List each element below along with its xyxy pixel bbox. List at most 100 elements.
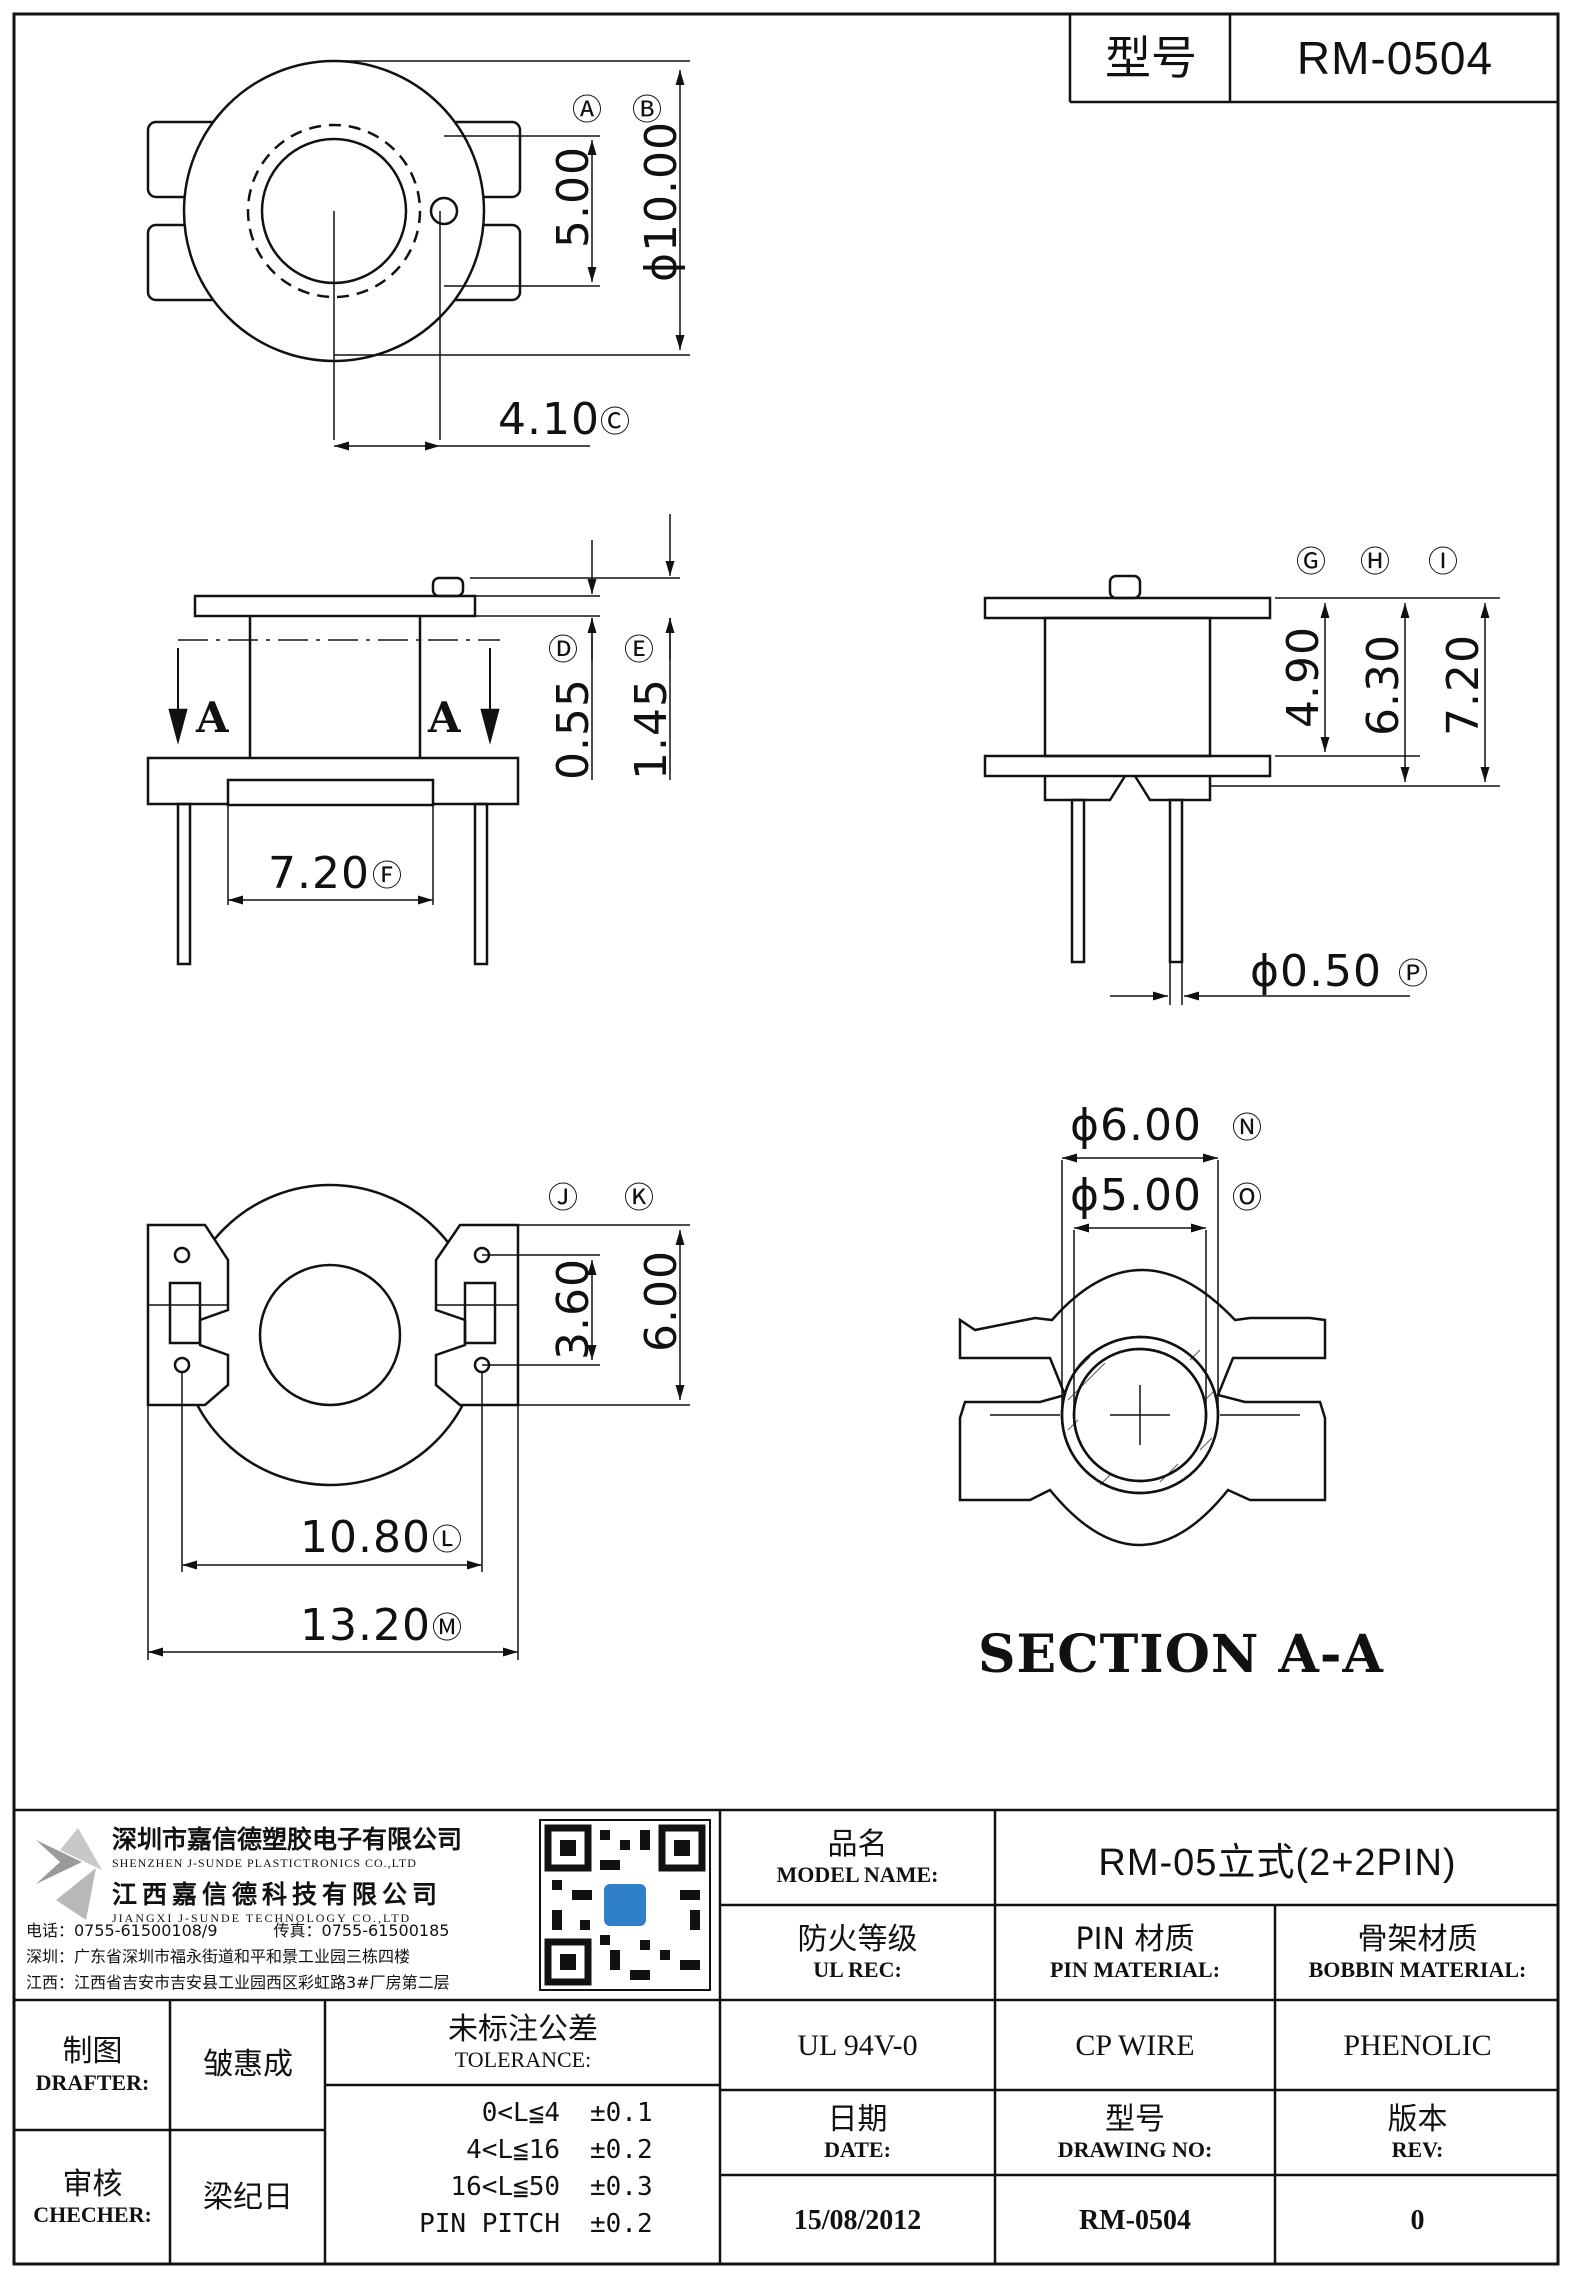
tb-bobbin-en: BOBBIN MATERIAL: — [1308, 1957, 1527, 1983]
label-E: Ⓔ — [624, 633, 655, 668]
tb-ul-cn: 防火等级 — [797, 1921, 918, 1957]
dim-5-00-o: ϕ5.00 — [1070, 1170, 1202, 1221]
dim-10-80: 10.80 — [300, 1512, 431, 1563]
tb-drafter-cn: 制图 — [62, 2034, 123, 2070]
top-view — [146, 59, 690, 451]
drawing-frame — [12, 12, 1560, 2266]
tb-pin-cn: PIN 材质 — [1075, 1921, 1195, 1957]
section-view — [958, 1153, 1327, 1547]
tb-checker-name: 梁纪日 — [172, 2132, 324, 2264]
dim-7-20-f: 7.20 — [268, 848, 370, 899]
tb-checker-cn: 审核 — [62, 2166, 123, 2202]
header-model-label: 型号 — [1072, 14, 1230, 102]
tolerance-value: ±0.1 — [590, 2098, 653, 2128]
tb-tolerance-en: TOLERANCE: — [454, 2047, 592, 2073]
header-model-label-text: 型号 — [1105, 30, 1197, 85]
tb-ul-label: 防火等级 UL REC: — [722, 1907, 993, 1999]
dim-4-90: 4.90 — [1278, 626, 1329, 728]
front-view — [146, 514, 680, 966]
dim-6-30: 6.30 — [1358, 634, 1409, 736]
header-model-value-text: RM-0504 — [1296, 32, 1494, 84]
label-K: Ⓚ — [624, 1181, 655, 1216]
tb-drafter-label: 制图 DRAFTER: — [16, 2002, 169, 2129]
dim-0-50: ϕ0.50 — [1250, 946, 1382, 997]
tb-pin-value: CP WIRE — [997, 2002, 1273, 2089]
tb-date-label: 日期 DATE: — [722, 2092, 993, 2174]
company-name-sz-en: SHENZHEN J-SUNDE PLASTICTRONICS CO.,LTD — [112, 1856, 417, 1870]
company-logo — [36, 1828, 102, 1920]
tb-tolerance-cn: 未标注公差 — [448, 2011, 598, 2047]
section-mark-left: A — [195, 693, 230, 742]
tb-pin-value-text: CP WIRE — [1075, 2028, 1195, 2062]
company-addr-sz: 深圳：广东省深圳市福永街道和平和景工业园三栋四楼 — [26, 1947, 411, 1966]
tb-drafter-en: DRAFTER: — [35, 2069, 150, 2095]
label-O: Ⓞ — [1232, 1181, 1263, 1216]
label-G: Ⓖ — [1296, 545, 1327, 580]
tolerance-range: 4<L≦16 — [466, 2135, 560, 2165]
company-name-sz: 深圳市嘉信德塑胶电子有限公司 — [112, 1825, 463, 1854]
tolerance-value: ±0.2 — [590, 2209, 653, 2239]
dim-10-00: ϕ10.00 — [636, 121, 687, 282]
tb-pin-label: PIN 材质 PIN MATERIAL: — [997, 1907, 1273, 1999]
label-F: Ⓕ — [372, 859, 403, 894]
tb-checker-en: CHECHER: — [33, 2202, 152, 2228]
tb-bobbin-value-text: PHENOLIC — [1343, 2028, 1492, 2062]
tb-rev-en: REV: — [1391, 2137, 1444, 2163]
dim-1-45: 1.45 — [626, 678, 677, 780]
bottom-view — [146, 1183, 690, 1660]
header-model-value: RM-0504 — [1232, 14, 1558, 102]
title-block-lines — [14, 1808, 1558, 2264]
company-info: 深圳市嘉信德塑胶电子有限公司 SHENZHEN J-SUNDE PLASTICT… — [112, 1820, 542, 1926]
company-addr-jx: 江西：江西省吉安市吉安县工业园西区彩虹路3#厂房第二层 — [26, 1973, 450, 1992]
tb-model-name-value-text: RM-05立式(2+2PIN) — [1098, 1841, 1457, 1884]
dim-13-20: 13.20 — [300, 1600, 431, 1651]
tb-date-cn: 日期 — [827, 2101, 888, 2137]
tb-pin-en: PIN MATERIAL: — [1049, 1957, 1221, 1983]
tb-date-value: 15/08/2012 — [722, 2177, 993, 2264]
dim-6-00-n: ϕ6.00 — [1070, 1100, 1202, 1151]
tb-date-en: DATE: — [824, 2137, 891, 2163]
label-A: Ⓐ — [572, 93, 603, 128]
tolerance-range: 0<L≦4 — [481, 2098, 560, 2128]
tb-ul-value-text: UL 94V-0 — [797, 2028, 918, 2062]
tb-model-name-en: MODEL NAME: — [776, 1862, 939, 1888]
company-fax: 传真：0755-61500185 — [273, 1921, 450, 1940]
tolerance-row: PIN PITCH ±0.2 — [395, 2209, 705, 2239]
dim-7-20: 7.20 — [1438, 634, 1489, 736]
label-B: Ⓑ — [632, 93, 663, 128]
tb-dwg-cn: 型号 — [1105, 2101, 1165, 2137]
tb-model-name-cn: 品名 — [827, 1826, 888, 1862]
tb-rev-value: 0 — [1277, 2177, 1558, 2264]
company-name-jx-en: JIANGXI J-SUNDE TECHNOLOGY CO.,LTD — [112, 1911, 412, 1925]
dim-0-55: 0.55 — [548, 678, 599, 780]
tolerance-row: 16<L≦50±0.3 — [395, 2172, 705, 2202]
dim-4-10: 4.10 — [498, 394, 600, 445]
tb-rev-cn: 版本 — [1387, 2101, 1448, 2137]
tb-bobbin-cn: 骨架材质 — [1357, 1921, 1478, 1957]
dim-3-60: 3.60 — [548, 1258, 599, 1360]
tolerance-range: PIN PITCH — [419, 2209, 560, 2239]
label-H: Ⓗ — [1360, 545, 1391, 580]
label-P: Ⓟ — [1398, 957, 1429, 992]
tolerance-row: 0<L≦4 ±0.1 — [395, 2098, 705, 2128]
tb-drafter-name: 皱惠成 — [172, 2002, 324, 2129]
tb-ul-value: UL 94V-0 — [722, 2002, 993, 2089]
label-M: Ⓜ — [432, 1611, 463, 1646]
label-C: Ⓒ — [600, 405, 631, 440]
tb-date-value-text: 15/08/2012 — [793, 2204, 922, 2236]
tolerance-value: ±0.3 — [590, 2172, 653, 2202]
tolerance-value: ±0.2 — [590, 2135, 653, 2165]
section-title: SECTION A-A — [978, 1624, 1384, 1685]
side-view — [983, 574, 1500, 1005]
tb-dwg-value: RM-0504 — [997, 2177, 1273, 2264]
dim-6-00: 6.00 — [636, 1250, 687, 1352]
label-N: Ⓝ — [1232, 1111, 1263, 1146]
section-mark-right: A — [427, 693, 462, 742]
label-D: Ⓓ — [548, 633, 579, 668]
tb-checker-label: 审核 CHECHER: — [16, 2132, 169, 2264]
tb-dwg-value-text: RM-0504 — [1079, 2204, 1191, 2236]
tb-checker-name-text: 梁纪日 — [203, 2179, 293, 2215]
tb-drafter-name-text: 皱惠成 — [203, 2047, 293, 2083]
